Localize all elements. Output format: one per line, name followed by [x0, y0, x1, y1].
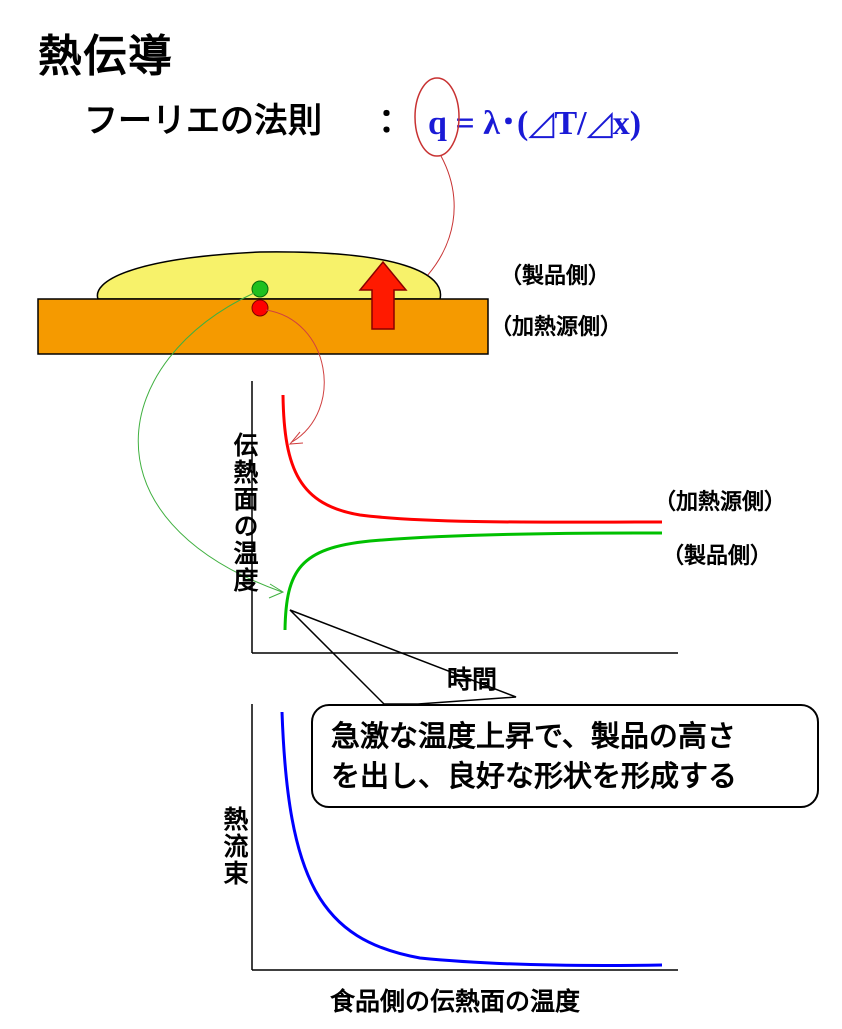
product-shape	[96, 251, 442, 300]
heat-up-arrow	[358, 260, 408, 330]
heat-flux-curve	[280, 711, 663, 967]
q-highlight-ellipse	[414, 77, 460, 157]
green-connector-arrow	[137, 292, 283, 593]
page-title: 熱伝導	[38, 31, 173, 82]
graph2-x-label: 食品側の伝熱面の温度	[330, 987, 581, 1016]
callout-line-1: 急激な温度上昇で、製品の高さ	[331, 719, 736, 753]
graph1-series-label-product: （製品側）	[662, 544, 773, 569]
graph1-x-label: 時間	[447, 665, 498, 694]
green-connector-arrowhead	[268, 583, 285, 599]
graph1-y-label: 伝熱面の温度	[230, 432, 259, 594]
heat-source-side-label: （加熱源側）	[490, 315, 623, 340]
callout-line-2: を出し、良好な形状を形成する	[331, 759, 738, 793]
red-connector-arrow	[265, 309, 325, 443]
red-connector-arrowhead	[288, 431, 304, 445]
graph1-series-label-heat-source: （加熱源側）	[654, 490, 787, 515]
callout-box: 急激な温度上昇で、製品の高さ を出し、良好な形状を形成する	[311, 704, 819, 808]
product-temp-curve	[283, 531, 663, 631]
law-label: フーリエの法則	[84, 101, 322, 141]
product-side-label: （製品側）	[500, 264, 611, 289]
product-side-dot	[251, 280, 269, 298]
heat-source-temp-curve	[281, 394, 663, 524]
law-colon: ：	[378, 101, 412, 141]
fourier-formula: q = λ･(◿T/◿x)	[428, 105, 642, 142]
heat-source-side-dot	[251, 299, 269, 317]
graph2-y-label: 熱流束	[220, 806, 249, 887]
